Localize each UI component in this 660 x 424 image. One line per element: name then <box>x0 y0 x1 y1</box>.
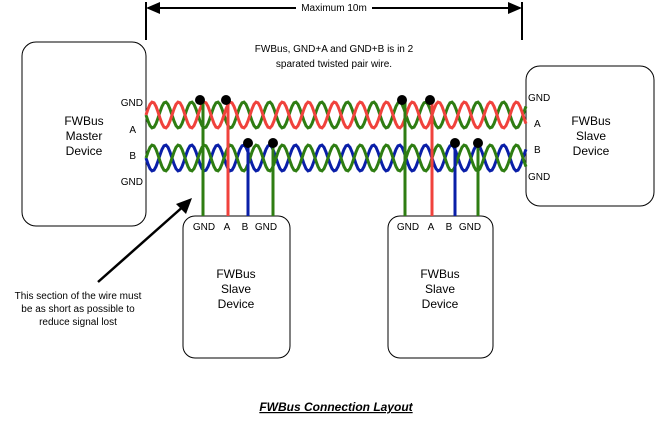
master-device-box <box>21 41 147 227</box>
slave-mid-left-title-line-1: FWBus <box>216 267 255 281</box>
wire-a <box>144 100 528 130</box>
dimension-indicator: Maximum 10m <box>145 0 523 40</box>
slave-mid-right-pin-gnd-1: GND <box>397 222 419 233</box>
slave-right-pin-b: B <box>534 145 541 156</box>
slave-device-mid-left-box <box>182 215 291 359</box>
junction-right-a <box>425 95 435 105</box>
junction-right-gnd-2 <box>473 138 483 148</box>
slave-mid-right-pin-a: A <box>428 222 435 233</box>
slave-mid-left-title-line-3: Device <box>218 297 255 311</box>
slave-mid-right-title-line-2: Slave <box>425 282 455 296</box>
junction-left-b <box>243 138 253 148</box>
junction-right-b <box>450 138 460 148</box>
slave-mid-left-pin-b: B <box>242 222 249 233</box>
junction-dots <box>195 95 483 148</box>
master-pin-gnd-top: GND <box>121 98 143 109</box>
slave-mid-left-pin-gnd-2: GND <box>255 222 277 233</box>
wire-note-line-1: FWBus, GND+A and GND+B is in 2 <box>255 44 414 55</box>
slave-right-title-line-3: Device <box>573 144 610 158</box>
master-title-line-1: FWBus <box>64 114 103 128</box>
junction-left-a <box>221 95 231 105</box>
wire-note-line-2: sparated twisted pair wire. <box>276 59 392 70</box>
slave-device-mid-right-box <box>387 215 494 359</box>
diagram-caption: FWBus Connection Layout <box>259 400 413 414</box>
short-wire-note-line-2: be as short as possible to <box>21 304 135 315</box>
drop-wires <box>201 100 480 216</box>
slave-mid-right-pin-b: B <box>446 222 453 233</box>
slave-device-right-box <box>525 65 655 207</box>
slave-mid-left-pin-a: A <box>224 222 231 233</box>
short-wire-arrow <box>97 198 192 283</box>
junction-left-gnd-2 <box>268 138 278 148</box>
junction-right-gnd-1 <box>397 95 407 105</box>
short-wire-note-line-1: This section of the wire must <box>15 291 142 302</box>
wire-b <box>144 143 528 173</box>
master-pin-a: A <box>129 125 136 136</box>
slave-mid-right-pin-gnd-2: GND <box>459 222 481 233</box>
slave-mid-right-title-line-1: FWBus <box>420 267 459 281</box>
short-wire-note-line-3: reduce signal lost <box>39 317 117 328</box>
slave-right-title-line-1: FWBus <box>571 114 610 128</box>
junction-left-gnd-1 <box>195 95 205 105</box>
wire-gnd-pair-1 <box>144 100 528 130</box>
twisted-pair-wires <box>144 100 528 173</box>
slave-mid-right-title-line-3: Device <box>422 297 459 311</box>
master-pin-gnd-bottom: GND <box>121 177 143 188</box>
master-title-line-3: Device <box>66 144 103 158</box>
slave-mid-left-title-line-2: Slave <box>221 282 251 296</box>
slave-right-pin-gnd-bottom: GND <box>528 172 550 183</box>
slave-mid-left-pin-gnd-1: GND <box>193 222 215 233</box>
dimension-label: Maximum 10m <box>301 3 367 14</box>
slave-right-title-line-2: Slave <box>576 129 606 143</box>
wire-gnd-pair-2 <box>144 143 528 173</box>
master-pin-b: B <box>129 151 136 162</box>
slave-right-pin-a: A <box>534 119 541 130</box>
master-title-line-2: Master <box>66 129 103 143</box>
slave-right-pin-gnd-top: GND <box>528 93 550 104</box>
